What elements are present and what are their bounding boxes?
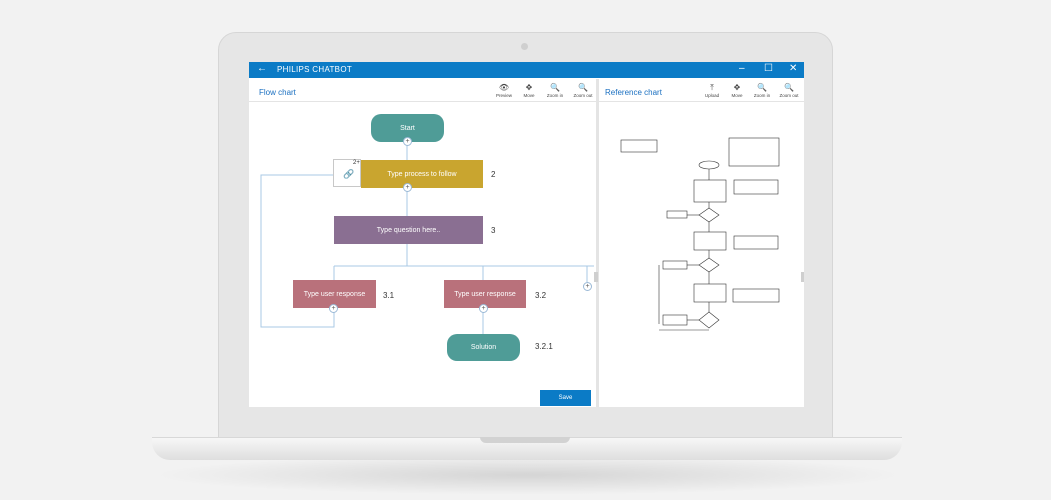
add-after-response-2-button[interactable]: + [479,304,488,313]
preview-label: Preview [495,93,512,98]
response-2-step-number: 3.2 [535,291,547,300]
move-icon: ✥ [733,83,741,92]
title-bar: ← PHILIPS CHATBOT – ☐ ✕ [249,62,804,78]
zoom-out-icon: 🔍 [784,83,794,92]
ref-zoom-in-label: Zoom in [753,93,771,98]
zoom-in-label: Zoom in [546,93,564,98]
solution-node-label: Solution [470,344,497,351]
move-label: Move [523,93,535,98]
paperclip-icon: 🔗 [343,169,355,179]
divider-drag-handle[interactable] [594,272,598,282]
add-after-start-button[interactable]: + [403,137,412,146]
attachment-count: 2+ [353,160,360,166]
zoom-in-tool[interactable]: 🔍 Zoom in [540,83,570,98]
ref-zoom-in-tool[interactable]: 🔍 Zoom in [747,83,777,98]
ref-zoom-out-tool[interactable]: 🔍 Zoom out [774,83,804,98]
back-arrow-icon[interactable]: ← [257,63,267,74]
upload-tool[interactable]: ⤒ Upload [697,83,727,98]
reference-panel-title: Reference chart [605,88,662,97]
response-node-1[interactable]: Type user response [293,280,376,308]
panel-divider[interactable] [596,79,599,407]
solution-node[interactable]: Solution [447,334,520,361]
move-tool[interactable]: ✥ Move [514,83,544,98]
add-after-response-1-button[interactable]: + [329,304,338,313]
preview-tool[interactable]: 👁 Preview [489,83,519,98]
laptop-shadow [150,455,905,495]
minimize-button[interactable]: – [739,63,745,74]
add-after-process-button[interactable]: + [403,183,412,192]
reference-panel-header: Reference chart ⤒ Upload ✥ Move 🔍 Zoom i… [599,79,804,102]
start-node[interactable]: Start [371,114,444,142]
ref-move-tool[interactable]: ✥ Move [722,83,752,98]
upload-icon: ⤒ [710,83,714,92]
zoom-out-icon: 🔍 [578,83,588,92]
zoom-in-icon: 🔍 [757,83,767,92]
laptop-notch [480,437,570,443]
camera [521,43,528,50]
ref-move-label: Move [731,93,743,98]
response-node-2-label: Type user response [454,290,516,298]
attachment-box[interactable]: 🔗 2+ [333,159,361,187]
save-button[interactable]: Save [540,390,591,406]
app-title: PHILIPS CHATBOT [277,65,353,74]
flow-panel-header: Flow chart 👁 Preview ✥ Move 🔍 Zoom in 🔍 … [249,79,596,102]
zoom-out-tool[interactable]: 🔍 Zoom out [568,83,598,98]
eye-icon: 👁 [498,83,510,92]
response-1-step-number: 3.1 [383,291,395,300]
add-response-button[interactable]: + [583,282,592,291]
process-step-number: 2 [491,170,496,179]
start-node-label: Start [400,124,415,132]
close-button[interactable]: ✕ [789,63,798,74]
zoom-in-icon: 🔍 [550,83,560,92]
question-node[interactable]: Type question here.. [334,216,483,244]
process-node[interactable]: Type process to follow [361,160,483,188]
ref-zoom-out-label: Zoom out [779,93,799,98]
reference-chart-image[interactable] [249,62,804,407]
move-icon: ✥ [525,83,533,92]
zoom-out-label: Zoom out [573,93,593,98]
app-screen: ← PHILIPS CHATBOT – ☐ ✕ Flow chart 👁 Pre… [249,62,804,407]
upload-label: Upload [704,93,720,98]
reference-scroll-handle[interactable] [801,272,804,282]
response-node-1-label: Type user response [303,290,366,298]
flow-connectors [260,142,594,334]
question-node-label: Type question here.. [376,226,441,234]
flow-panel-title: Flow chart [259,88,296,97]
question-step-number: 3 [491,226,496,235]
process-node-label: Type process to follow [387,170,457,178]
response-node-2[interactable]: Type user response [444,280,526,308]
maximize-button[interactable]: ☐ [764,63,773,74]
solution-step-number: 3.2.1 [535,342,553,351]
